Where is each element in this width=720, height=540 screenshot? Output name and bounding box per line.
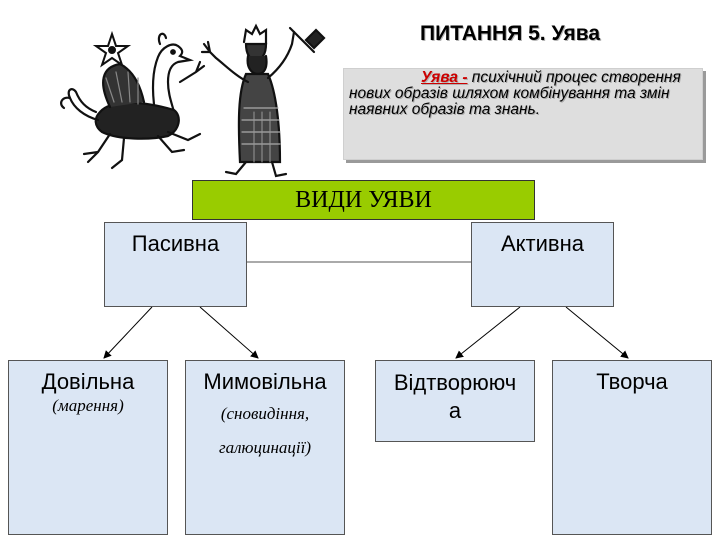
warrior-icon bbox=[200, 23, 326, 178]
imagination-types-header: ВИДИ УЯВИ bbox=[192, 180, 535, 220]
definition-body: психічний процес створення нових образів… bbox=[349, 69, 681, 118]
involuntary-note-line1: (сновидіння, bbox=[220, 404, 310, 423]
definition-text: Уява - психічний процес створення нових … bbox=[349, 70, 701, 158]
active-label: Активна bbox=[501, 231, 584, 256]
active-imagination-box: Активна bbox=[471, 222, 614, 307]
definition-box bbox=[343, 68, 703, 160]
involuntary-note-line2: галюцинації) bbox=[218, 438, 312, 457]
reproductive-imagination-box: Відтворююч а bbox=[375, 360, 535, 442]
voluntary-note: (марення) bbox=[52, 396, 124, 415]
passive-to-involuntary-arrow bbox=[199, 306, 259, 359]
involuntary-label: Мимовільна bbox=[203, 369, 327, 394]
passive-to-voluntary-arrow bbox=[103, 306, 153, 359]
active-to-creative-arrow bbox=[565, 306, 629, 359]
ancient-relief-icon bbox=[60, 23, 326, 178]
involuntary-imagination-box: Мимовільна (сновидіння, галюцинації) bbox=[185, 360, 345, 535]
reproductive-label-line2: а bbox=[448, 398, 462, 423]
voluntary-label: Довільна bbox=[41, 369, 135, 394]
reproductive-label-line1: Відтворююч bbox=[393, 370, 517, 395]
passive-imagination-box: Пасивна bbox=[104, 222, 247, 307]
griffin-icon bbox=[60, 32, 206, 170]
definition-term: Уява - bbox=[421, 69, 468, 86]
voluntary-imagination-box: Довільна (марення) bbox=[8, 360, 168, 535]
star-icon bbox=[92, 30, 132, 68]
active-to-reproductive-arrow bbox=[455, 306, 521, 359]
page-title: ПИТАННЯ 5. Уява bbox=[420, 22, 601, 45]
creative-label: Творча bbox=[596, 369, 668, 394]
creative-imagination-box: Творча bbox=[552, 360, 712, 535]
passive-label: Пасивна bbox=[131, 231, 220, 256]
